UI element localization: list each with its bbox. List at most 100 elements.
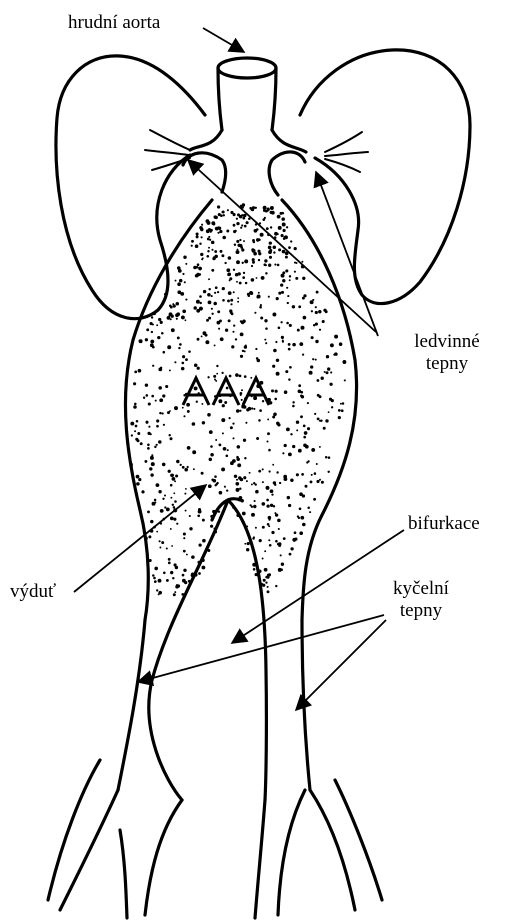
stipple-dot <box>210 453 214 457</box>
stipple-dot <box>260 304 262 306</box>
stipple-dot <box>193 306 196 309</box>
stipple-dot <box>207 376 209 378</box>
stipple-dot <box>185 263 187 265</box>
stipple-dot <box>323 309 326 312</box>
stipple-dot <box>196 232 199 235</box>
stipple-dot <box>259 409 262 412</box>
stipple-dot <box>302 523 306 527</box>
stipple-dot <box>290 478 293 481</box>
stipple-dot <box>176 460 179 463</box>
stipple-dot <box>210 525 213 528</box>
stipple-dot <box>193 468 195 470</box>
stipple-dot <box>154 580 157 583</box>
stipple-dot <box>331 406 333 408</box>
stipple-dot <box>197 367 200 370</box>
stipple-dot <box>226 268 230 272</box>
stipple-dot <box>288 378 290 380</box>
stipple-dot <box>246 548 249 551</box>
stipple-dot <box>210 445 213 448</box>
stipple-dot <box>253 396 257 400</box>
stipple-dot <box>219 319 222 322</box>
stipple-dot <box>322 320 325 323</box>
stipple-dot <box>300 415 303 418</box>
stipple-dot <box>145 384 148 387</box>
stipple-dot <box>213 375 216 378</box>
stipple-dot <box>287 295 289 297</box>
stipple-dot <box>217 291 219 293</box>
stipple-dot <box>267 418 269 420</box>
stipple-dot <box>333 354 335 356</box>
stipple-dot <box>236 488 240 492</box>
stipple-dot <box>338 416 341 419</box>
stipple-dot <box>154 499 157 502</box>
stipple-dot <box>244 457 246 459</box>
stipple-dot <box>303 316 307 320</box>
stipple-dot <box>273 246 277 250</box>
stipple-dot <box>199 295 202 298</box>
stipple-dot <box>217 310 220 313</box>
stipple-dot <box>296 473 299 476</box>
stipple-dot <box>250 377 252 379</box>
stipple-dot <box>167 345 171 349</box>
stipple-dot <box>319 446 321 448</box>
stipple-dot <box>174 500 177 503</box>
stipple-dot <box>156 444 158 446</box>
stipple-dot <box>262 400 264 402</box>
stipple-dot <box>162 394 165 397</box>
stipple-dot <box>148 426 150 428</box>
stipple-dot <box>264 259 267 262</box>
stipple-dot <box>278 248 281 251</box>
stipple-dot <box>307 506 310 509</box>
stipple-dot <box>230 303 232 305</box>
stipple-dot <box>264 263 267 266</box>
stipple-dot <box>203 290 206 293</box>
stipple-dot <box>130 422 134 426</box>
stipple-dot <box>226 230 229 233</box>
stipple-dot <box>244 225 247 228</box>
stipple-dot <box>222 404 225 407</box>
stipple-dot <box>240 392 243 395</box>
stipple-dot <box>163 572 166 575</box>
stipple-dot <box>303 294 306 297</box>
stipple-dot <box>341 409 344 412</box>
stipple-dot <box>187 446 191 450</box>
stipple-dot <box>179 279 183 283</box>
stipple-dot <box>294 271 296 273</box>
stipple-dot <box>170 528 172 530</box>
stipple-dot <box>274 398 277 401</box>
stipple-dot <box>271 389 274 392</box>
stipple-dot <box>160 367 162 369</box>
stipple-dot <box>236 281 238 283</box>
stipple-dot <box>282 223 286 227</box>
stipple-dot <box>269 241 272 244</box>
stipple-dot <box>246 221 249 224</box>
stipple-dot <box>207 413 211 417</box>
stipple-dot <box>168 434 170 436</box>
stipple-dot <box>164 506 166 508</box>
stipple-dot <box>211 308 213 310</box>
stipple-dot <box>289 553 292 556</box>
stipple-dot <box>313 324 315 326</box>
stipple-dot <box>301 395 304 398</box>
stipple-dot <box>220 250 223 253</box>
stipple-dot <box>199 243 201 245</box>
stipple-dot <box>251 483 253 485</box>
stipple-dot <box>310 480 313 483</box>
stipple-dot <box>201 403 203 405</box>
stipple-dot <box>281 563 284 566</box>
stipple-dot <box>269 544 272 547</box>
stipple-dot <box>147 510 150 513</box>
stipple-dot <box>315 311 318 314</box>
left-iliac-outer <box>118 620 145 790</box>
stipple-dot <box>288 246 291 249</box>
stipple-dot <box>229 309 232 312</box>
stipple-dot <box>271 493 273 495</box>
stipple-dot <box>239 239 241 241</box>
stipple-dot <box>229 279 231 281</box>
stipple-dot <box>290 433 292 435</box>
stipple-dot <box>229 375 232 378</box>
stipple-dot <box>265 272 267 274</box>
label-iliac-line1: kyčelní <box>380 578 462 600</box>
stipple-dot <box>282 340 284 342</box>
stipple-dot <box>256 437 259 440</box>
